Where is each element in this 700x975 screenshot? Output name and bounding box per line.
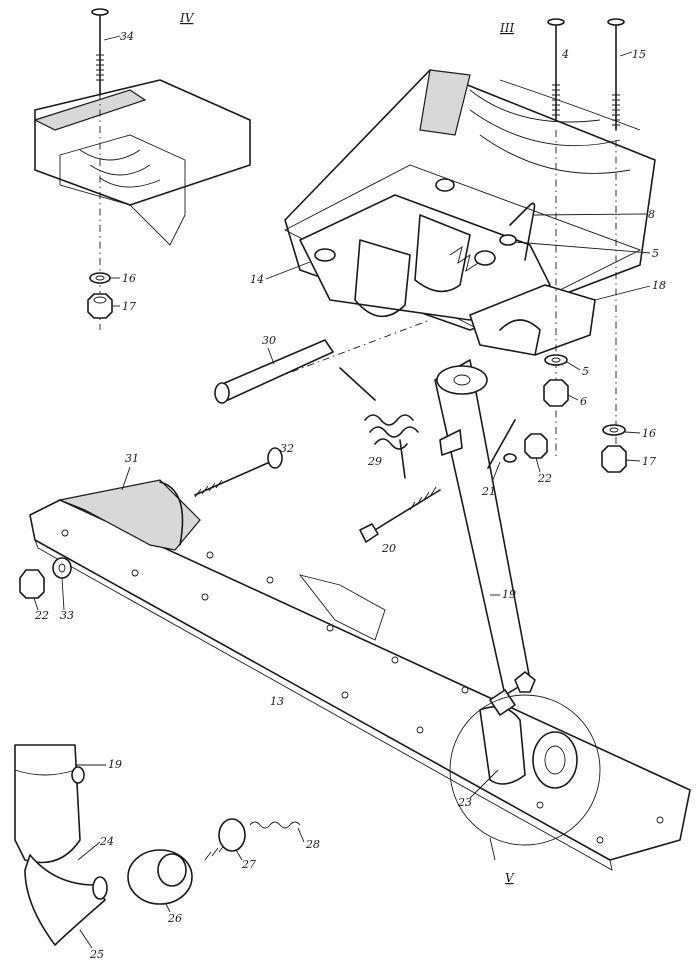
washer-5-upper [499,234,517,246]
part-label-27: 27 [241,858,256,871]
part-label-19-lower: 19 [108,758,122,771]
part-label-18: 18 [652,279,666,292]
bolt-32 [194,447,283,498]
part-label-4: 4 [561,48,569,61]
lever-elbow-23 [479,671,578,789]
part-number-labels: 34 4 15 8 5 14 18 16 17 30 5 6 16 17 29 … [33,30,666,961]
part-label-32: 32 [280,442,294,455]
nut-17-right [601,445,627,473]
part-label-5-upper: 5 [652,247,659,260]
nut-6 [543,379,569,407]
part-label-13: 13 [270,695,284,708]
pedal-lever-19 [434,359,531,696]
nut-17-top-left [87,293,113,319]
part-label-33: 33 [60,609,74,622]
part-label-5-lower: 5 [582,365,589,378]
part-label-16-right: 16 [642,427,656,440]
washer-16-right [602,424,626,436]
screw-27 [204,818,246,861]
bolt-15 [607,18,625,131]
view-label-v: V [505,871,515,885]
return-spring-29 [339,367,419,479]
part-label-17-right: 17 [642,455,656,468]
bushing-26 [127,849,193,905]
hinge-sleeve-31 [57,479,201,551]
part-label-15: 15 [632,48,646,61]
bolt-4 [547,18,565,121]
cotter-pin-8 [509,202,536,261]
part-label-23: 23 [457,796,472,809]
nut-22-upper [524,433,548,459]
plate-holes [61,529,664,844]
view-v-detail [14,744,108,946]
bracket-18 [469,284,596,356]
pedal-plate-13 [29,499,691,871]
pedal-bracket-14 [299,178,551,321]
view-label-iii: III [499,21,514,35]
bolt-20 [359,486,441,543]
pivot-pin-30 [214,319,431,404]
part-label-14: 14 [250,273,264,286]
part-label-16-left: 16 [122,272,136,285]
part-label-30: 30 [262,334,276,347]
part-label-21: 21 [481,485,496,498]
bolt-21 [487,419,517,469]
part-label-22-upper: 22 [537,472,552,485]
part-label-19-upper: 19 [502,588,516,601]
view-label-iv: IV [179,11,195,25]
bolt-34 [91,8,109,96]
part-label-25: 25 [89,948,104,961]
washer-5-lower [544,354,568,366]
part-label-6: 6 [580,395,587,408]
part-label-28: 28 [305,838,320,851]
washer-16-top-left [89,272,111,284]
part-label-26: 26 [167,912,182,925]
spring-28 [249,821,301,829]
part-label-34: 34 [120,30,134,43]
part-label-17-left: 17 [122,300,136,313]
view-labels: IV III V [179,11,515,885]
part-label-22-lower: 22 [34,609,49,622]
part-label-20: 20 [381,542,396,555]
view-iv-floor-section [33,60,251,330]
washer-33 [52,557,72,579]
part-label-24: 24 [99,835,114,848]
nut-22-lower [19,569,45,599]
view-v-callout-circle [449,694,601,846]
part-label-31: 31 [125,452,139,465]
part-label-8: 8 [648,208,655,221]
part-label-29: 29 [367,455,382,468]
